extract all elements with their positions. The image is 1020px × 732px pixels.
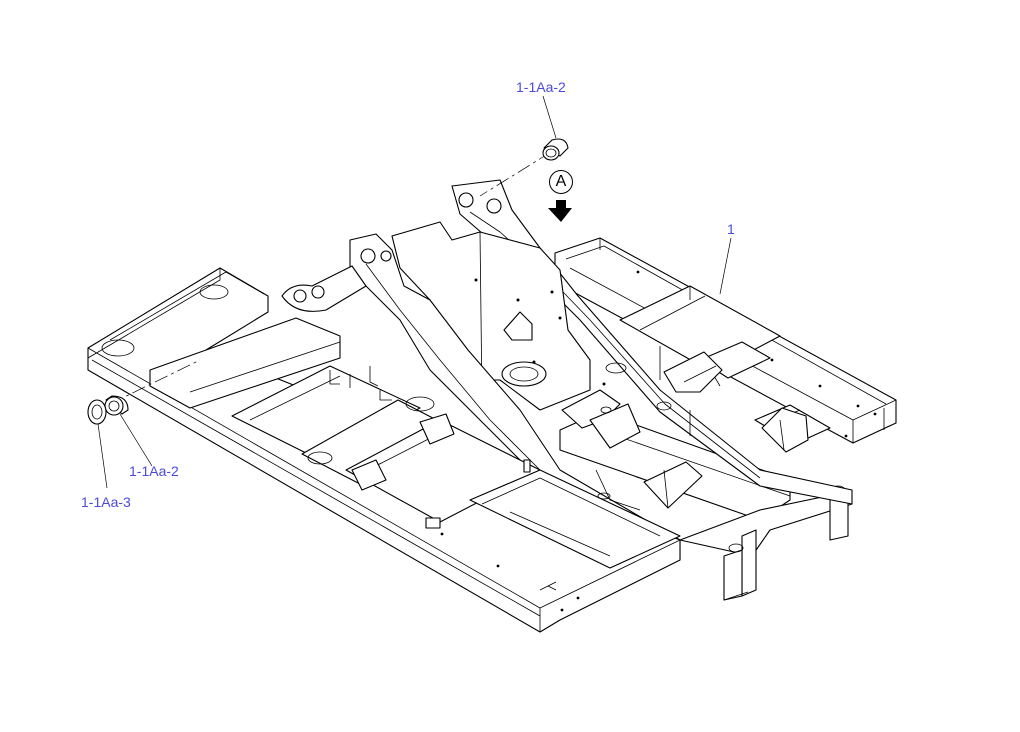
callout-side-bushing[interactable]: 1-1Aa-2 (129, 463, 179, 479)
view-a-letter: A (549, 170, 573, 194)
frame-leader-line (719, 237, 732, 295)
callout-frame[interactable]: 1 (727, 221, 735, 237)
view-a-arrow-icon (548, 200, 572, 222)
cross-members-left (149, 317, 681, 591)
side-bushing-parts (87, 359, 201, 489)
view-a-marker: A (549, 170, 575, 196)
swing-details (329, 311, 809, 511)
top-bushing-part (479, 95, 569, 197)
callout-top-bushing[interactable]: 1-1Aa-2 (516, 79, 566, 95)
callout-side-washer[interactable]: 1-1Aa-3 (81, 494, 131, 510)
